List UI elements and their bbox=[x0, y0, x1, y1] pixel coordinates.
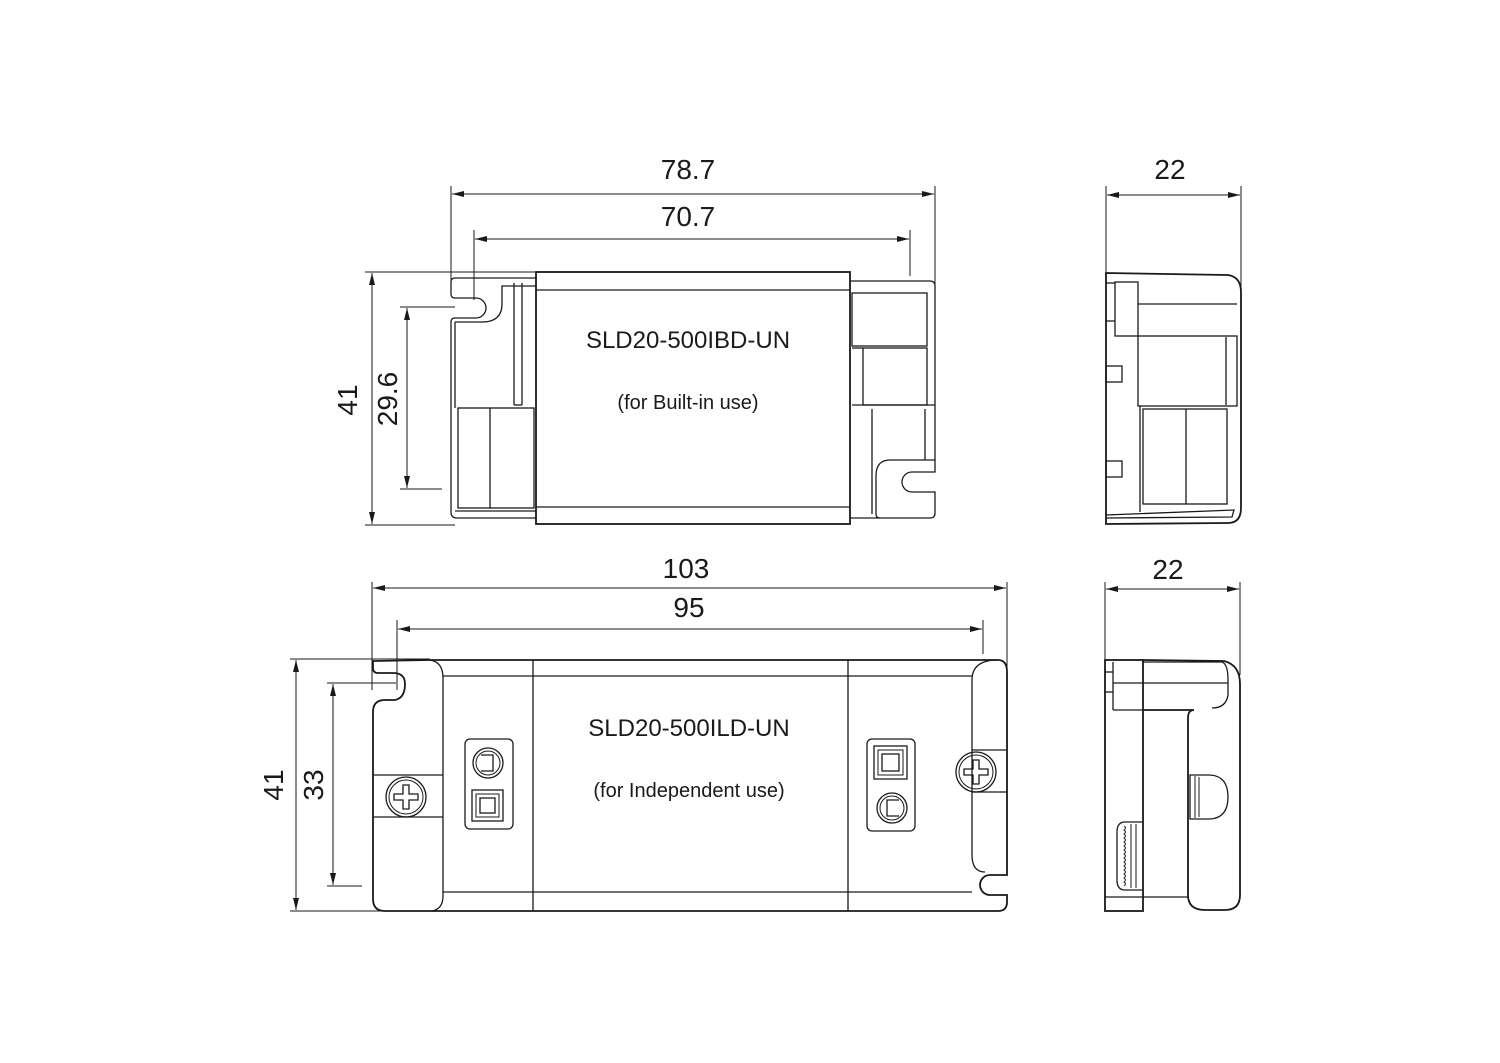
bottom-usage-note: (for Independent use) bbox=[593, 780, 785, 802]
strain-relief-clamp-icon bbox=[866, 738, 916, 832]
top-overall-length-label: 78.7 bbox=[660, 154, 716, 185]
bottom-side-view-dimensions bbox=[1104, 582, 1241, 675]
bottom-overall-length-label: 103 bbox=[662, 553, 710, 584]
bottom-view-body bbox=[372, 659, 1008, 912]
bottom-view-dimensions bbox=[290, 582, 1008, 912]
top-mounting-pitch-label: 70.7 bbox=[660, 201, 716, 232]
top-mounting-offset-label: 29.6 bbox=[372, 371, 403, 427]
screw-icon bbox=[385, 776, 427, 818]
top-view-dimensions bbox=[365, 186, 936, 526]
top-usage-note: (for Built-in use) bbox=[617, 392, 759, 414]
strain-relief-clamp-icon bbox=[464, 738, 514, 830]
bottom-side-view-body bbox=[1104, 659, 1241, 912]
top-overall-width-label: 41 bbox=[332, 384, 363, 416]
top-view-body bbox=[450, 271, 936, 525]
top-side-view-body bbox=[1105, 272, 1242, 525]
screw-icon bbox=[955, 751, 997, 793]
bottom-model-name: SLD20-500ILD-UN bbox=[588, 715, 790, 742]
bottom-side-height-label: 22 bbox=[1152, 554, 1184, 585]
top-model-name: SLD20-500IBD-UN bbox=[585, 327, 791, 354]
top-side-height-label: 22 bbox=[1154, 154, 1186, 185]
bottom-mounting-pitch-label: 95 bbox=[673, 592, 705, 623]
bottom-overall-width-label: 41 bbox=[258, 769, 289, 801]
bottom-mounting-offset-label: 33 bbox=[298, 769, 329, 801]
top-side-view-dimensions bbox=[1105, 186, 1242, 290]
